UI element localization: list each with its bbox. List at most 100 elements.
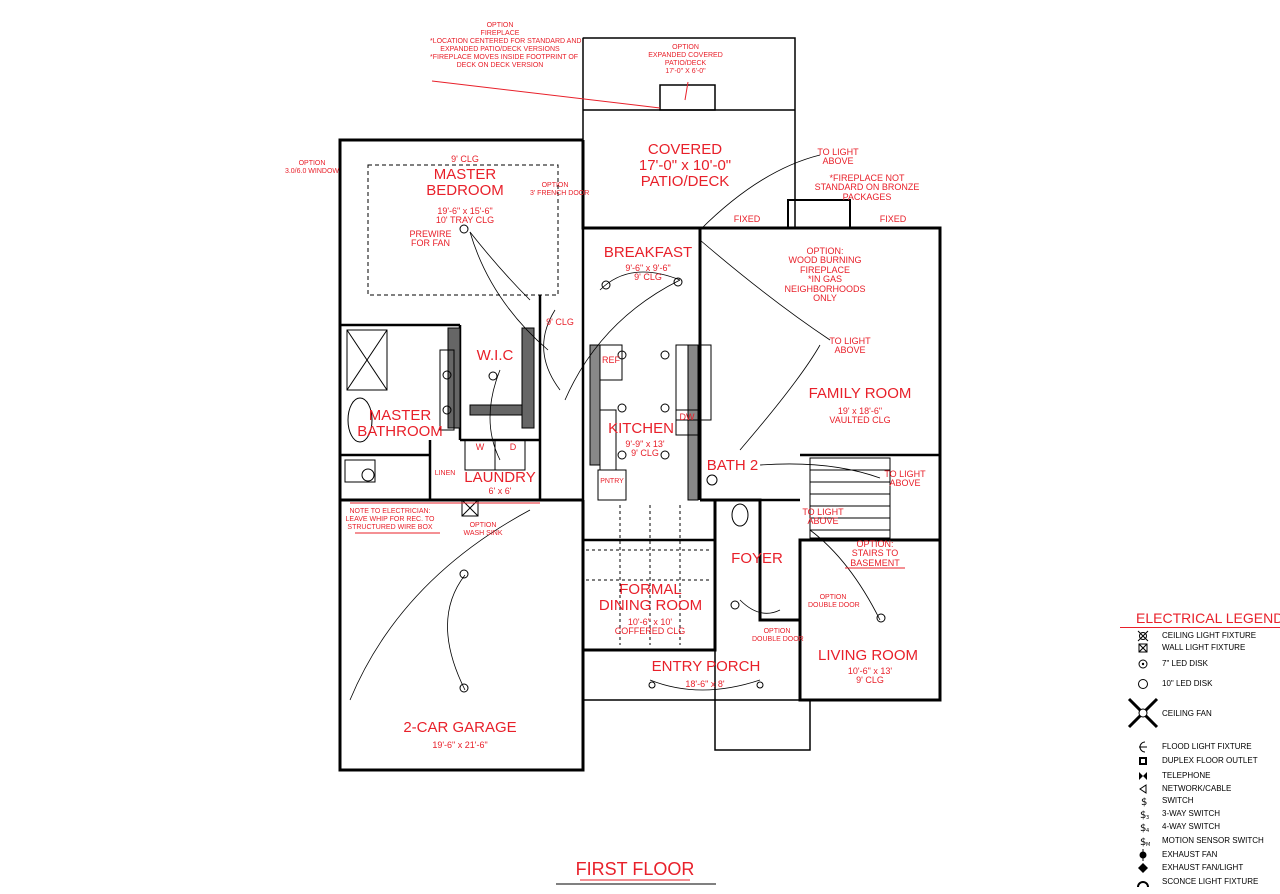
note-line: 3' FRENCH DOOR — [530, 190, 590, 198]
network-cable-icon — [1139, 784, 1147, 794]
washer-label: W — [475, 442, 485, 452]
entry-porch-label: ENTRY PORCH — [651, 658, 761, 675]
room-name: COVERED — [647, 141, 723, 158]
legend-item: FLOOD LIGHT FIXTURE — [1130, 741, 1280, 753]
room-ceiling: VAULTED CLG — [829, 415, 891, 426]
note-line: OPTION — [469, 522, 497, 529]
note-line: PREWIRE — [409, 229, 452, 239]
formal-dining-dims: 10'-6" x 10' COFFERED CLG — [600, 617, 700, 637]
note-line: ABOVE — [889, 478, 921, 489]
note-line: TO LIGHT — [802, 507, 844, 517]
double-door-note: OPTION DOUBLE DOOR — [752, 628, 804, 644]
note-line: 3.0/6.0 WINDOW — [284, 168, 340, 176]
note-line: LEAVE WHIP FOR REC. TO — [345, 516, 435, 524]
fixed-window-label: FIXED — [879, 214, 907, 224]
note-line: *FIREPLACE MOVES INSIDE FOOTPRINT OF — [430, 54, 579, 62]
room-ceiling: 9' CLG — [856, 675, 884, 686]
wall-light-icon — [1138, 643, 1148, 653]
note-line: OPTION — [819, 594, 847, 601]
room-name: BATHROOM — [357, 422, 443, 440]
kitchen-dims: 9'-9" x 13' 9' CLG — [605, 439, 685, 459]
note-line: DOUBLE DOOR — [808, 602, 860, 610]
fixed-window-label: FIXED — [733, 214, 761, 224]
coffered-ceiling — [586, 505, 712, 645]
room-ceiling: 9' CLG — [634, 272, 662, 283]
legend-item: DUPLEX FLOOR OUTLET — [1130, 755, 1280, 767]
wood-fireplace-note: OPTION: WOOD BURNING FIREPLACE *IN GAS N… — [765, 246, 885, 304]
flood-light-icon — [1139, 741, 1147, 753]
legend-item: $4 4-WAY SWITCH — [1130, 821, 1280, 833]
four-way-switch-icon: $4 — [1140, 823, 1149, 833]
room-dims: 9'-9" x 13' — [625, 439, 665, 449]
legend-label: DUPLEX FLOOR OUTLET — [1162, 756, 1258, 765]
note-line: OPTION — [541, 182, 569, 189]
svg-text:$: $ — [1140, 810, 1146, 820]
entry-porch — [583, 650, 811, 751]
electrician-note: NOTE TO ELECTRICIAN: LEAVE WHIP FOR REC.… — [340, 508, 440, 532]
svg-text:3: 3 — [1146, 815, 1149, 820]
family-room-label: FAMILY ROOM — [808, 385, 912, 402]
legend-item: WALL LIGHT FIXTURE — [1130, 642, 1280, 654]
switch-icon: $ — [1141, 797, 1147, 807]
note-line: ONLY — [813, 293, 837, 304]
leader-lines — [350, 80, 905, 881]
note-line: FIREPLACE — [799, 264, 850, 275]
electrical-legend: ELECTRICAL LEGEND CEILING LIGHT FIXTURE … — [1120, 608, 1280, 894]
foyer-label: FOYER — [731, 550, 783, 567]
window-option-note: OPTION 3.0/6.0 WINDOW — [282, 160, 342, 176]
living-room-dims: 10'-6" x 13' 9' CLG — [820, 666, 920, 686]
master-bathroom-label: MASTER BATHROOM — [345, 408, 455, 440]
note-line: PATIO/DECK — [664, 60, 707, 68]
fireplace-not-standard-note: *FIREPLACE NOT STANDARD ON BRONZE PACKAG… — [792, 173, 942, 202]
legend-item: CEILING FAN — [1127, 697, 1280, 732]
note-line: FOR FAN — [410, 238, 450, 249]
note-line: WOOD BURNING — [788, 255, 862, 266]
legend-item: EXHAUST FAN — [1130, 849, 1280, 861]
breakfast-label: BREAKFAST — [603, 244, 693, 261]
legend-label: CEILING LIGHT FIXTURE — [1162, 631, 1257, 640]
note-line: *IN GAS — [807, 274, 842, 285]
linen-label: LINEN — [434, 470, 456, 477]
to-light-above-note: TO LIGHT ABOVE — [820, 336, 880, 356]
legend-label: 10" LED DISK — [1162, 679, 1213, 688]
note-line: *LOCATION CENTERED FOR STANDARD AND — [430, 38, 582, 46]
legend-label: SWITCH — [1162, 796, 1194, 805]
legend-label: 3-WAY SWITCH — [1162, 809, 1221, 818]
note-line: TO LIGHT — [829, 336, 871, 346]
to-light-foyer-note: TO LIGHT ABOVE — [798, 507, 848, 527]
note-line: DECK ON DECK VERSION — [456, 62, 544, 70]
floor-title: FIRST FLOOR — [575, 859, 695, 879]
expanded-patio-note: OPTION EXPANDED COVERED PATIO/DECK 17'-0… — [638, 44, 733, 76]
led-disk-10-icon — [1138, 679, 1148, 689]
prewire-fan-note: PREWIRE FOR FAN — [398, 229, 463, 249]
french-door-note: OPTION 3' FRENCH DOOR — [530, 182, 590, 198]
laundry-dims: 6' x 6' — [488, 486, 512, 496]
legend-label: WALL LIGHT FIXTURE — [1162, 643, 1246, 652]
exterior-walls — [338, 138, 942, 772]
room-dims: 10'-6" x 10' — [627, 617, 673, 627]
led-disk-7-icon — [1138, 659, 1148, 669]
legend-label: SCONCE LIGHT FIXTURE — [1162, 877, 1259, 886]
room-ceiling: 9' CLG — [631, 448, 659, 459]
note-line: STANDARD ON BRONZE — [814, 182, 920, 193]
room-name: BEDROOM — [426, 181, 504, 199]
legend-title: ELECTRICAL LEGEND — [1136, 610, 1280, 626]
legend-item: 7" LED DISK — [1130, 658, 1280, 670]
exhaust-fan-icon — [1139, 849, 1147, 861]
note-line: NOTE TO ELECTRICIAN: — [349, 508, 431, 515]
note-line: NEIGHBORHOODS — [784, 283, 866, 294]
patio-fireplace — [659, 84, 716, 111]
formal-dining-label: FORMAL DINING ROOM — [588, 582, 713, 614]
legend-item: $ SWITCH — [1130, 795, 1280, 807]
wic-label: W.I.C — [476, 347, 514, 364]
legend-item: $M MOTION SENSOR SWITCH — [1130, 835, 1280, 847]
note-line: 17'-0" X 6'-0" — [665, 68, 706, 76]
legend-item: SCONCE LIGHT FIXTURE — [1130, 876, 1280, 888]
stairs-option-note: OPTION: STAIRS TO BASEMENT — [835, 539, 915, 568]
expanded-patio-outline — [582, 37, 796, 111]
room-dims: 10'-6" x 13' — [847, 666, 893, 676]
living-room-label: LIVING ROOM — [817, 647, 918, 664]
legend-item: $3 3-WAY SWITCH — [1130, 808, 1280, 820]
svg-text:$: $ — [1141, 797, 1147, 807]
legend-label: 4-WAY SWITCH — [1162, 822, 1221, 831]
